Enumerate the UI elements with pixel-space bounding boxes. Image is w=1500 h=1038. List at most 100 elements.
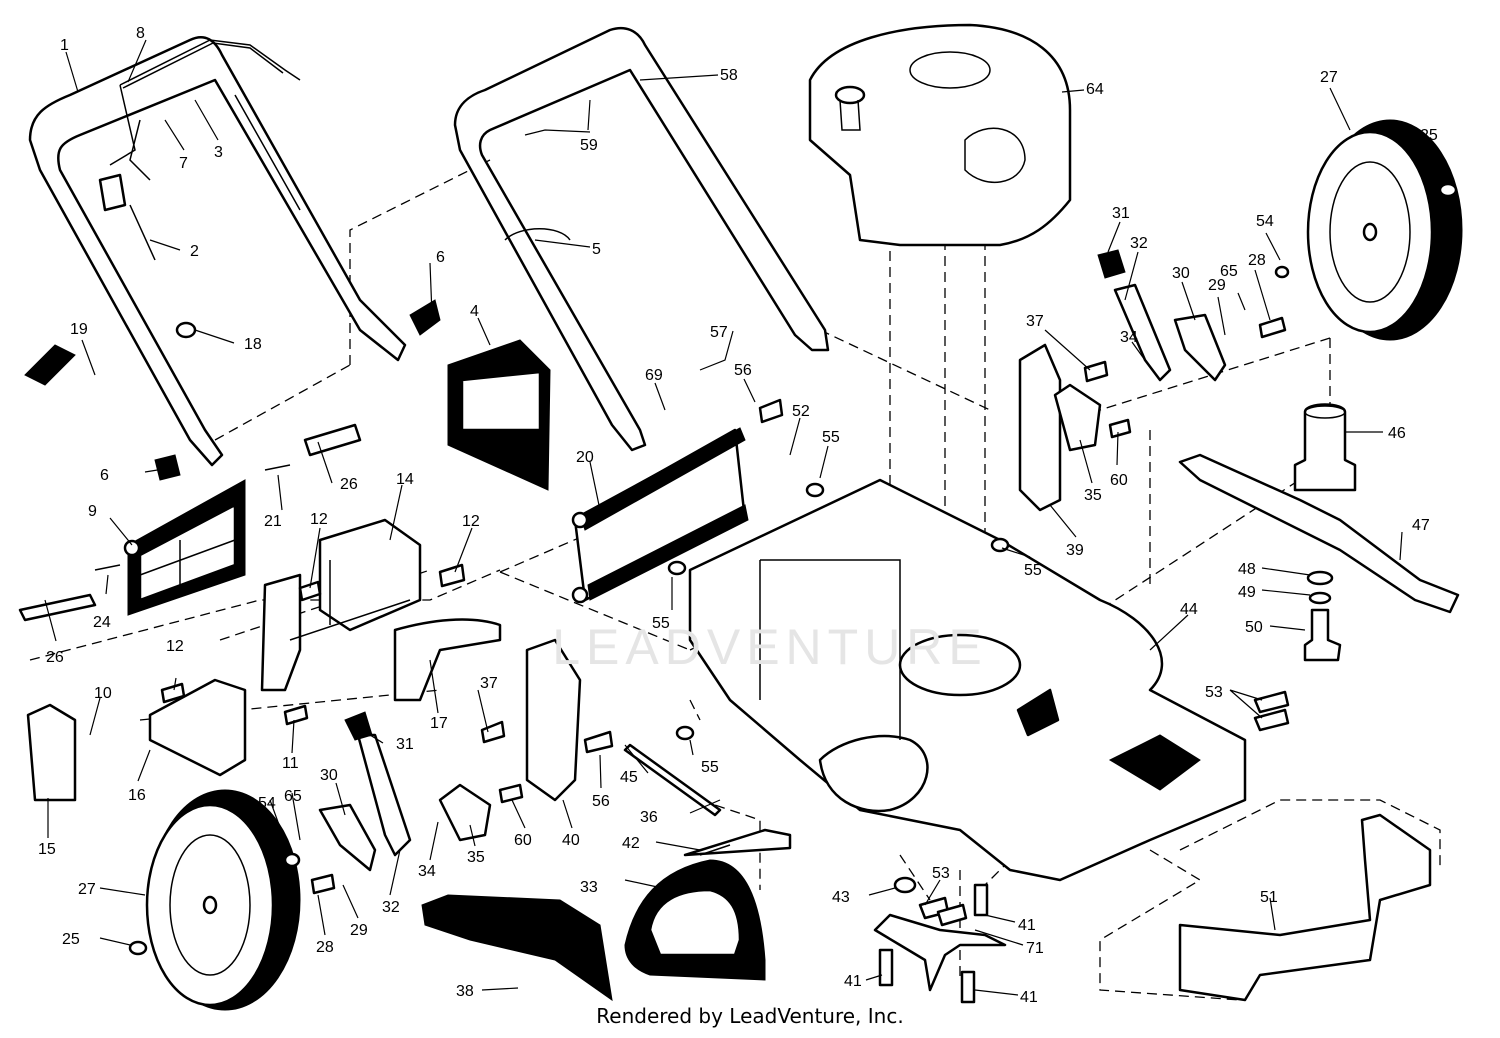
callout-label: 56 (734, 362, 752, 379)
callout-label: 65 (284, 788, 302, 805)
callout-label: 26 (46, 649, 64, 666)
part-side-bracket (148, 678, 247, 777)
part-side-plate (26, 703, 77, 802)
callout-label: 10 (94, 685, 112, 702)
callout-label: 5 (592, 241, 601, 258)
part-rear-door-left (123, 479, 246, 616)
part-wheel-right (1306, 119, 1463, 341)
callout-label: 55 (1024, 562, 1042, 579)
callout-label: 25 (1420, 127, 1438, 144)
part-upper-handle (453, 26, 830, 452)
callout-label: 17 (430, 715, 448, 732)
callout-label: 8 (136, 25, 145, 42)
part-engine (808, 23, 1072, 247)
callout-label: 60 (514, 832, 532, 849)
callout-label: 30 (1172, 265, 1190, 282)
callout-label: 7 (179, 155, 188, 172)
part-lower-handle (28, 36, 407, 467)
callout-label: 20 (576, 449, 594, 466)
callout-label: 47 (1412, 517, 1430, 534)
callout-label: 59 (580, 137, 598, 154)
part-blade-adapter (1293, 403, 1357, 492)
part-chute-deflector (421, 894, 613, 1002)
callout-label: 14 (396, 471, 414, 488)
callout-label: 48 (1238, 561, 1256, 578)
render-credit: Rendered by LeadVenture, Inc. (596, 1004, 904, 1028)
callout-label: 18 (244, 336, 262, 353)
part-rear-flap (1178, 813, 1432, 1002)
part-blade-bolt (1303, 570, 1342, 662)
callout-label: 55 (822, 429, 840, 446)
callout-label: 29 (350, 922, 368, 939)
callout-label: 4 (470, 303, 479, 320)
part-height-lever-left (318, 638, 582, 872)
callout-label: 54 (1256, 213, 1274, 230)
callout-label: 12 (462, 513, 480, 530)
callout-label: 55 (652, 615, 670, 632)
callout-label: 38 (456, 983, 474, 1000)
callout-label: 60 (1110, 472, 1128, 489)
part-rear-door-right (571, 427, 749, 604)
callout-label: 37 (1026, 313, 1044, 330)
part-chute-plate (393, 618, 502, 702)
callout-label: 27 (78, 881, 96, 898)
part-mulch-cover (624, 859, 766, 981)
callout-label: 31 (396, 736, 414, 753)
callout-label: 50 (1245, 619, 1263, 636)
callout-label: 31 (1112, 205, 1130, 222)
callout-label: 46 (1388, 425, 1406, 442)
callout-label: 32 (382, 899, 400, 916)
callout-label: 55 (701, 759, 719, 776)
hardware-fasteners (18, 173, 1458, 1004)
callout-label: 28 (316, 939, 334, 956)
callout-label: 16 (128, 787, 146, 804)
callout-label: 21 (264, 513, 282, 530)
callout-label: 43 (832, 889, 850, 906)
callout-label: 69 (645, 367, 663, 384)
callout-label: 56 (592, 793, 610, 810)
part-blade (1178, 453, 1460, 614)
part-mower-deck (688, 478, 1247, 882)
callout-label: 30 (320, 767, 338, 784)
callout-label: 42 (622, 835, 640, 852)
callout-label: 6 (100, 467, 109, 484)
part-cover-plate (447, 339, 551, 491)
callout-label: 49 (1238, 584, 1256, 601)
callout-label: 41 (1018, 917, 1036, 934)
callout-label: 44 (1180, 601, 1198, 618)
callout-label: 37 (480, 675, 498, 692)
part-height-bracket (873, 876, 1007, 992)
callout-label: 12 (310, 511, 328, 528)
callout-label: 64 (1086, 81, 1104, 98)
callout-label: 34 (1120, 329, 1138, 346)
part-wheel-left (145, 789, 301, 1011)
callout-label: 1 (60, 37, 69, 54)
callout-labels: 1 8 7 3 2 19 18 6 6 9 21 26 24 26 12 14 … (38, 25, 1438, 1006)
part-control-rod (109, 39, 301, 166)
callout-label: 34 (418, 863, 436, 880)
callout-label: 71 (1026, 940, 1044, 957)
callout-label: 35 (467, 849, 485, 866)
callout-label: 25 (62, 931, 80, 948)
callout-label: 53 (1205, 684, 1223, 701)
callout-label: 15 (38, 841, 56, 858)
callout-label: 26 (340, 476, 358, 493)
callout-label: 19 (70, 321, 88, 338)
callout-leaders (44, 39, 1446, 996)
callout-label: 28 (1248, 252, 1266, 269)
callout-label: 41 (844, 973, 862, 990)
callout-label: 33 (580, 879, 598, 896)
callout-label: 24 (93, 614, 111, 631)
callout-label: 3 (214, 144, 223, 161)
callout-label: 65 (1220, 263, 1238, 280)
callout-label: 39 (1066, 542, 1084, 559)
callout-label: 51 (1260, 889, 1278, 906)
callout-label: 45 (620, 769, 638, 786)
callout-label: 57 (710, 324, 728, 341)
callout-label: 32 (1130, 235, 1148, 252)
callout-label: 6 (436, 249, 445, 266)
callout-label: 41 (1020, 989, 1038, 1006)
callout-label: 29 (1208, 277, 1226, 294)
